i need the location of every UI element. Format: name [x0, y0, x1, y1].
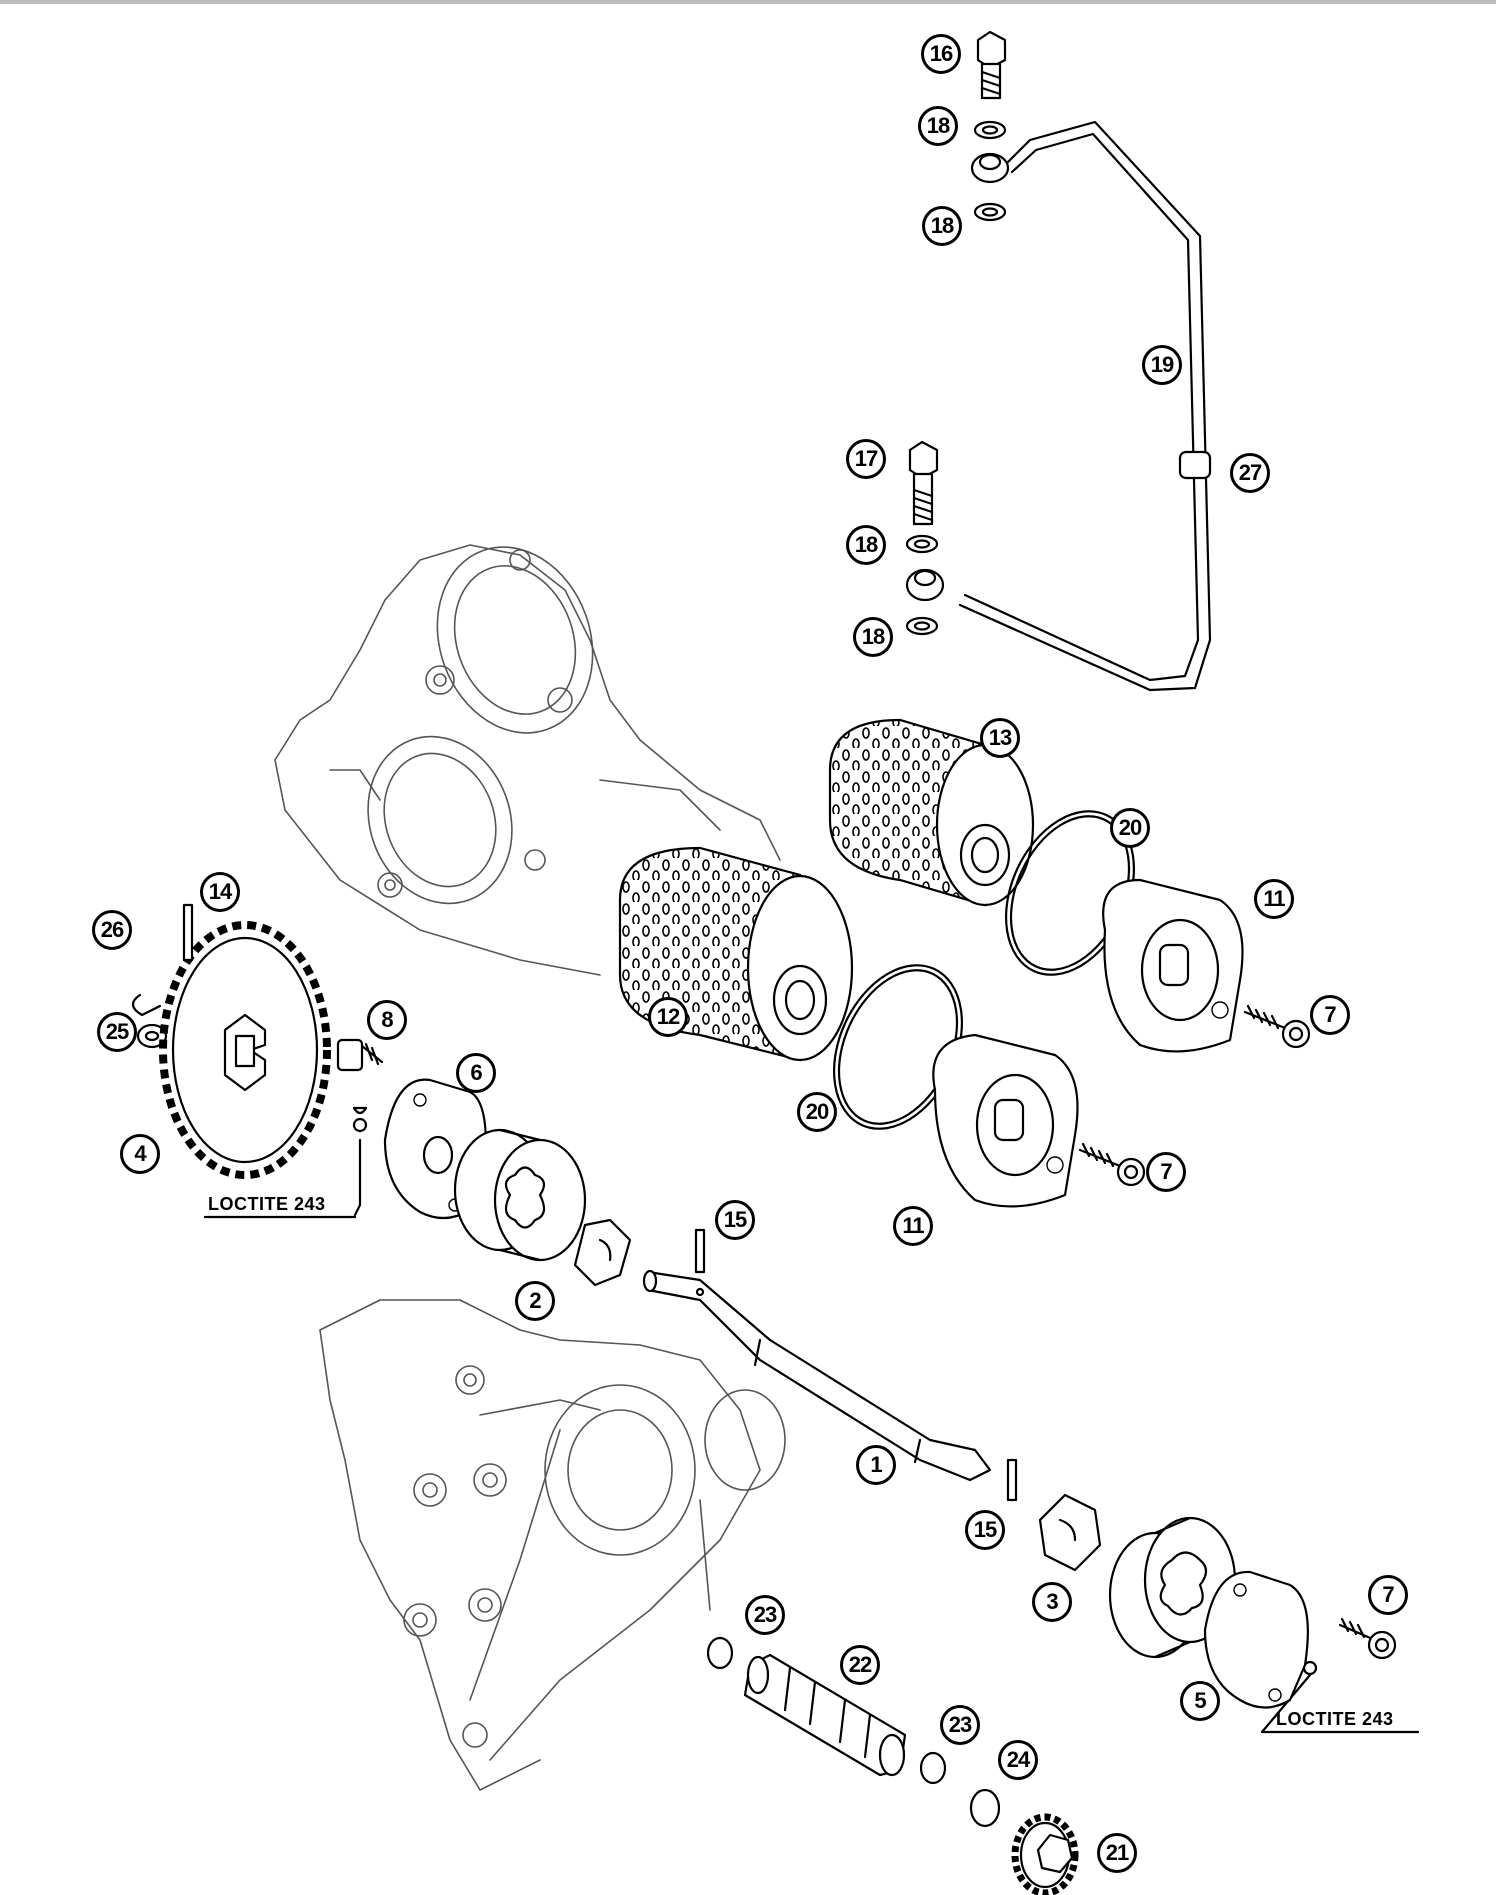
upper-engine-case	[274, 544, 781, 976]
banjo-bolt-17	[908, 440, 939, 526]
pin-15-upper	[694, 1228, 706, 1274]
callout-14: 14	[200, 872, 240, 912]
callout-18: 18	[922, 206, 962, 246]
o-rings-23-24	[706, 1636, 1001, 1828]
callout-20: 20	[1110, 808, 1150, 848]
callout-4: 4	[120, 1134, 160, 1174]
pin-15-lower	[1006, 1458, 1018, 1502]
callout-11: 11	[893, 1206, 933, 1246]
pump-shaft-1	[642, 1269, 992, 1482]
callout-17: 17	[846, 439, 886, 479]
callout-16: 16	[921, 34, 961, 74]
lower-engine-case	[319, 1299, 786, 1791]
callout-1: 1	[856, 1445, 896, 1485]
callout-15: 15	[965, 1510, 1005, 1550]
pump-cover-5	[1203, 1570, 1309, 1709]
callout-19: 19	[1142, 345, 1182, 385]
callout-23: 23	[745, 1595, 785, 1635]
callout-6: 6	[456, 1053, 496, 1093]
callout-20: 20	[797, 1092, 837, 1132]
note-leader-right	[1260, 1673, 1420, 1734]
callout-22: 22	[840, 1645, 880, 1685]
rotor-set-2	[453, 1128, 632, 1287]
pressure-valve-22	[743, 1653, 907, 1777]
pin-14	[182, 903, 194, 962]
screw-7-c	[1338, 1617, 1397, 1660]
callout-18: 18	[918, 106, 958, 146]
washers-18	[905, 120, 1007, 636]
callout-27: 27	[1230, 453, 1270, 493]
washer-25	[136, 1023, 168, 1049]
circlip-26	[131, 993, 162, 1017]
oil-line	[958, 120, 1212, 692]
banjo-fitting-lower	[905, 568, 945, 602]
callout-25: 25	[97, 1012, 137, 1052]
oil-filter-12	[618, 846, 854, 1062]
callout-7: 7	[1368, 1575, 1408, 1615]
callout-7: 7	[1310, 995, 1350, 1035]
callout-21: 21	[1097, 1833, 1137, 1873]
callout-15: 15	[715, 1200, 755, 1240]
threadlock-note-right: LOCTITE 243	[1276, 1709, 1394, 1729]
callout-11: 11	[1254, 879, 1294, 919]
callout-5: 5	[1180, 1681, 1220, 1721]
screw-7-a	[1243, 1004, 1311, 1049]
callout-7: 7	[1146, 1152, 1186, 1192]
filter-cover-upper	[1102, 878, 1244, 1053]
callout-12: 12	[648, 997, 688, 1037]
callout-2: 2	[515, 1281, 555, 1321]
callout-26: 26	[92, 910, 132, 950]
screw-plug-21	[1011, 1813, 1079, 1895]
callout-24: 24	[998, 1740, 1038, 1780]
screw-7-b	[1078, 1142, 1146, 1187]
callout-18: 18	[846, 525, 886, 565]
banjo-fitting-upper	[970, 152, 1010, 184]
callout-13: 13	[980, 718, 1020, 758]
threadlock-note-left: LOCTITE 243	[208, 1194, 326, 1214]
oil-filter-13	[828, 718, 1035, 907]
callout-23: 23	[940, 1705, 980, 1745]
callout-8: 8	[367, 1000, 407, 1040]
pump-gear	[159, 921, 331, 1179]
screw-8	[336, 1038, 384, 1217]
callout-18: 18	[853, 617, 893, 657]
filter-cover-lower	[932, 1033, 1079, 1208]
callout-3: 3	[1032, 1582, 1072, 1622]
top-border	[0, 0, 1496, 4]
banjo-bolt-16	[976, 30, 1007, 100]
